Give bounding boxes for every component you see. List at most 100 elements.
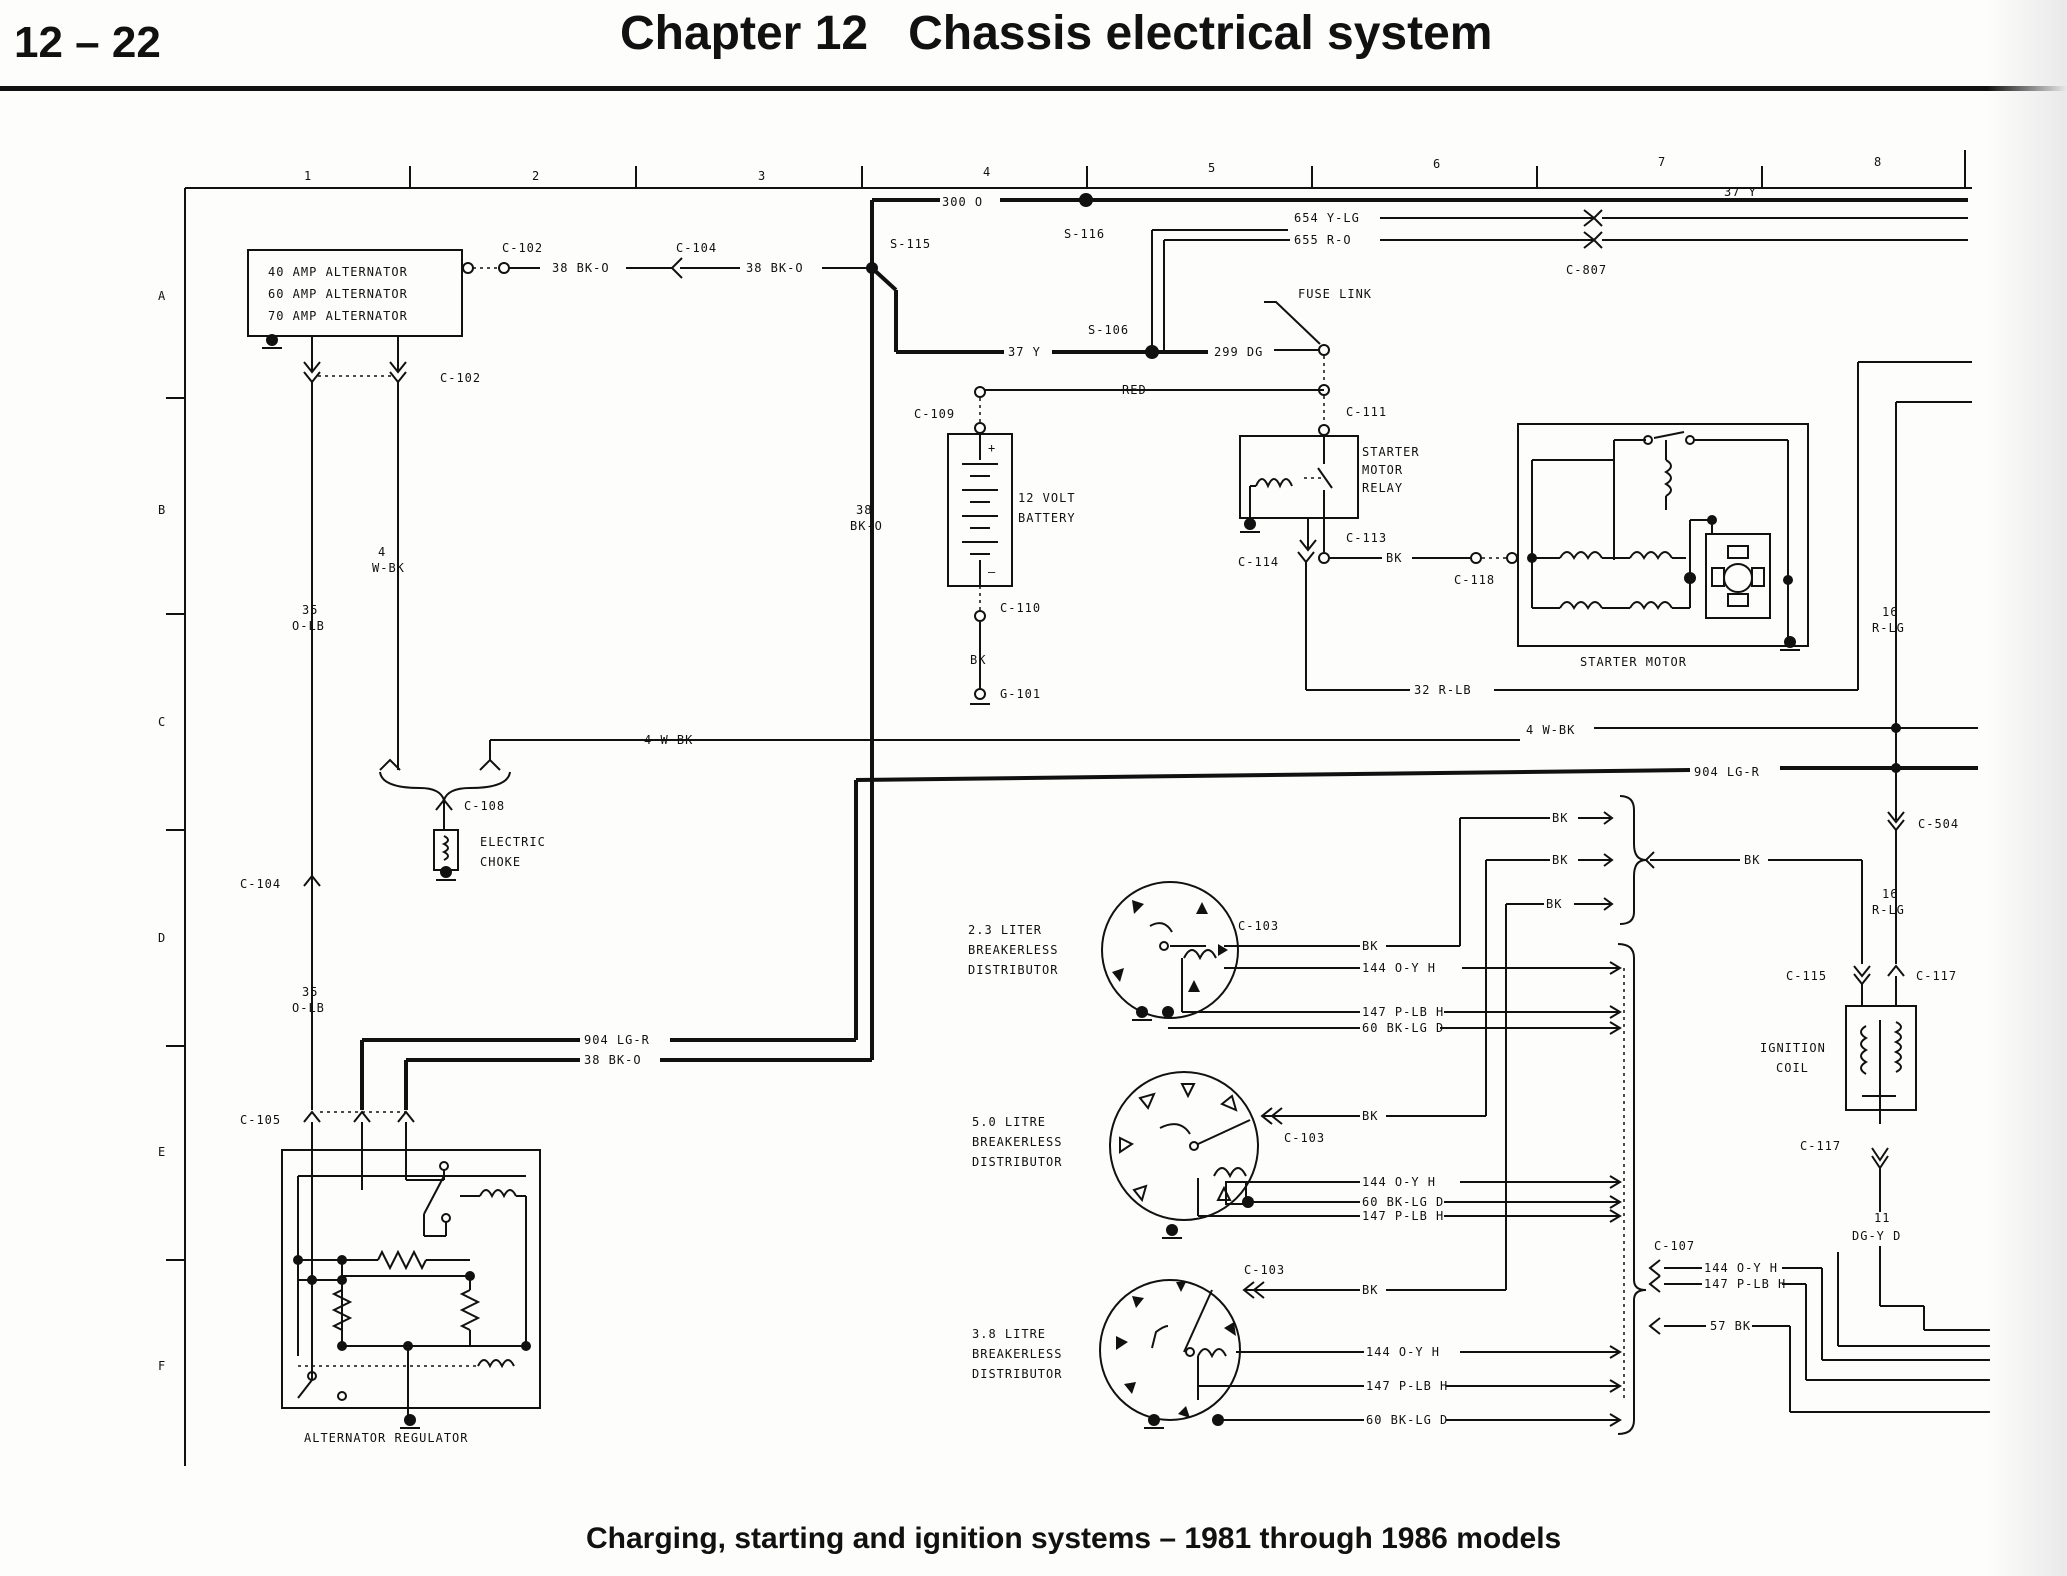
grid-col-7: 7 [1658, 155, 1666, 169]
grid-col-6: 6 [1433, 157, 1441, 171]
dist50-label-1: 5.0 LITRE [972, 1115, 1046, 1129]
connector-c107: C-107 [1654, 1239, 1695, 1253]
connector-c104-left: C-104 [240, 877, 281, 891]
grid-row-d: D [158, 931, 166, 945]
connector-c103-c: C-103 [1244, 1263, 1285, 1277]
dist38-label-1: 3.8 LITRE [972, 1327, 1046, 1341]
dist23-wire-bk: BK [1362, 939, 1378, 953]
wire-bk-relay: BK [1386, 551, 1402, 565]
relay-label-2: MOTOR [1362, 463, 1403, 477]
dist50-label-3: DISTRIBUTOR [972, 1155, 1062, 1169]
wire-300-o: 300 O [942, 195, 983, 209]
dist23-label-1: 2.3 LITER [968, 923, 1042, 937]
distributor-2-3-liter: 2.3 LITER BREAKERLESS DISTRIBUTOR C-103 [968, 881, 1278, 1021]
wire-label-35-bottom: 35 O-LB [292, 985, 325, 1015]
relay-label-3: RELAY [1362, 481, 1403, 495]
dist38-wire-60: 60 BK-LG D [1366, 1413, 1448, 1427]
wire-37-y-mid: 37 Y [1008, 345, 1041, 359]
c107-wire-144: 144 O-Y H [1704, 1261, 1778, 1275]
connector-c114: C-114 [1238, 555, 1279, 569]
svg-text:R-LG: R-LG [1872, 903, 1905, 917]
connector-c117-top: C-117 [1916, 969, 1957, 983]
dist23-wire-60: 60 BK-LG D [1362, 1021, 1444, 1035]
figure-caption: Charging, starting and ignition systems … [586, 1522, 1562, 1555]
wire-4-wbk-right: 4 W-BK [1526, 723, 1575, 737]
dist38-label-3: DISTRIBUTOR [972, 1367, 1062, 1381]
wire-38-bk-o-b: 38 BK-O [746, 261, 804, 275]
splice-s116: S-116 [1064, 227, 1105, 241]
grid-row-b: B [158, 503, 166, 517]
svg-text:R-LG: R-LG [1872, 621, 1905, 635]
c107-wire-57: 57 BK [1710, 1319, 1751, 1333]
dist38-wire-bk: BK [1362, 1283, 1378, 1297]
svg-text:11: 11 [1874, 1211, 1890, 1225]
splice-s115: S-115 [890, 237, 931, 251]
dist23-label-3: DISTRIBUTOR [968, 963, 1058, 977]
dist50-wire-147: 147 P-LB H [1362, 1209, 1444, 1223]
distributor-3-8-litre: 3.8 LITRE BREAKERLESS DISTRIBUTOR C-103 [972, 1263, 1285, 1429]
wire-904-lg-r-top: 904 LG-R [1694, 765, 1760, 779]
choke-label-2: CHOKE [480, 855, 521, 869]
wire-red: RED [1122, 383, 1147, 397]
starter-motor-relay: STARTER MOTOR RELAY [1239, 435, 1420, 533]
fuse-link-label: FUSE LINK [1298, 287, 1372, 301]
wire-904-lg-r-bottom: 904 LG-R [584, 1033, 650, 1047]
connector-c103-b: C-103 [1284, 1131, 1325, 1145]
battery: + – 12 VOLT BATTERY [947, 433, 1076, 587]
connector-c111: C-111 [1346, 405, 1387, 419]
wire-38-bk-o-a: 38 BK-O [552, 261, 610, 275]
dist23-wire-144: 144 O-Y H [1362, 961, 1436, 975]
wire-label-11-dg: 11 DG-Y D [1852, 1211, 1901, 1243]
connector-c109: C-109 [914, 407, 955, 421]
grid-row-a: A [158, 289, 166, 303]
distributor-5-0-litre: 5.0 LITRE BREAKERLESS DISTRIBUTOR C-103 [972, 1071, 1325, 1239]
alternator: 40 AMP ALTERNATOR 60 AMP ALTERNATOR 70 A… [247, 249, 463, 384]
svg-text:4: 4 [378, 545, 386, 559]
grid-col-8: 8 [1874, 155, 1882, 169]
wire-bk-main: BK [1744, 853, 1760, 867]
alternator-label-60: 60 AMP ALTERNATOR [268, 287, 408, 301]
grid-row-c: C [158, 715, 166, 729]
grid-col-2: 2 [532, 169, 540, 183]
svg-text:W-BK: W-BK [372, 561, 405, 575]
page-edge-shadow [1987, 0, 2067, 1576]
connector-c105: C-105 [240, 1113, 281, 1127]
dist50-wire-60: 60 BK-LG D [1362, 1195, 1444, 1209]
regulator-label: ALTERNATOR REGULATOR [304, 1431, 469, 1445]
dist23-wire-147: 147 P-LB H [1362, 1005, 1444, 1019]
dist38-wire-144: 144 O-Y H [1366, 1345, 1440, 1359]
svg-text:16: 16 [1882, 887, 1898, 901]
starter-motor-label: STARTER MOTOR [1580, 655, 1687, 669]
connector-c118: C-118 [1454, 573, 1495, 587]
svg-text:35: 35 [302, 985, 318, 999]
grid-col-5: 5 [1208, 161, 1216, 175]
grid-column-labels: 1 2 3 4 5 6 7 8 [304, 155, 1882, 183]
alternator-regulator: ALTERNATOR REGULATOR [281, 1122, 541, 1445]
wire-bk-1: BK [1552, 811, 1568, 825]
grid-col-1: 1 [304, 169, 312, 183]
relay-label-1: STARTER [1362, 445, 1420, 459]
header-rule [0, 86, 2067, 91]
connector-c807: C-807 [1566, 263, 1607, 277]
dist50-wire-144: 144 O-Y H [1362, 1175, 1436, 1189]
splice-s106: S-106 [1088, 323, 1129, 337]
alternator-label-40: 40 AMP ALTERNATOR [268, 265, 408, 279]
wire-654-y-lg: 654 Y-LG [1294, 211, 1360, 225]
coil-label-2: COIL [1776, 1061, 1809, 1075]
choke-label-1: ELECTRIC [480, 835, 546, 849]
connector-c115: C-115 [1786, 969, 1827, 983]
c107-wire-147: 147 P-LB H [1704, 1277, 1786, 1291]
grid-row-f: F [158, 1359, 166, 1373]
svg-text:O-LB: O-LB [292, 1001, 325, 1015]
dist50-label-2: BREAKERLESS [972, 1135, 1062, 1149]
coil-label-1: IGNITION [1760, 1041, 1826, 1055]
wire-label-38-bk-o: 38 BK-O [850, 503, 882, 533]
wire-38-bk-o-bottom: 38 BK-O [584, 1053, 642, 1067]
dist38-label-2: BREAKERLESS [972, 1347, 1062, 1361]
chapter-title: Chapter 12 Chassis electrical system [620, 7, 1493, 60]
page-number: 12 – 22 [14, 18, 161, 67]
svg-text:DG-Y D: DG-Y D [1852, 1229, 1901, 1243]
battery-label-2: BATTERY [1018, 511, 1076, 525]
svg-text:35: 35 [302, 603, 318, 617]
